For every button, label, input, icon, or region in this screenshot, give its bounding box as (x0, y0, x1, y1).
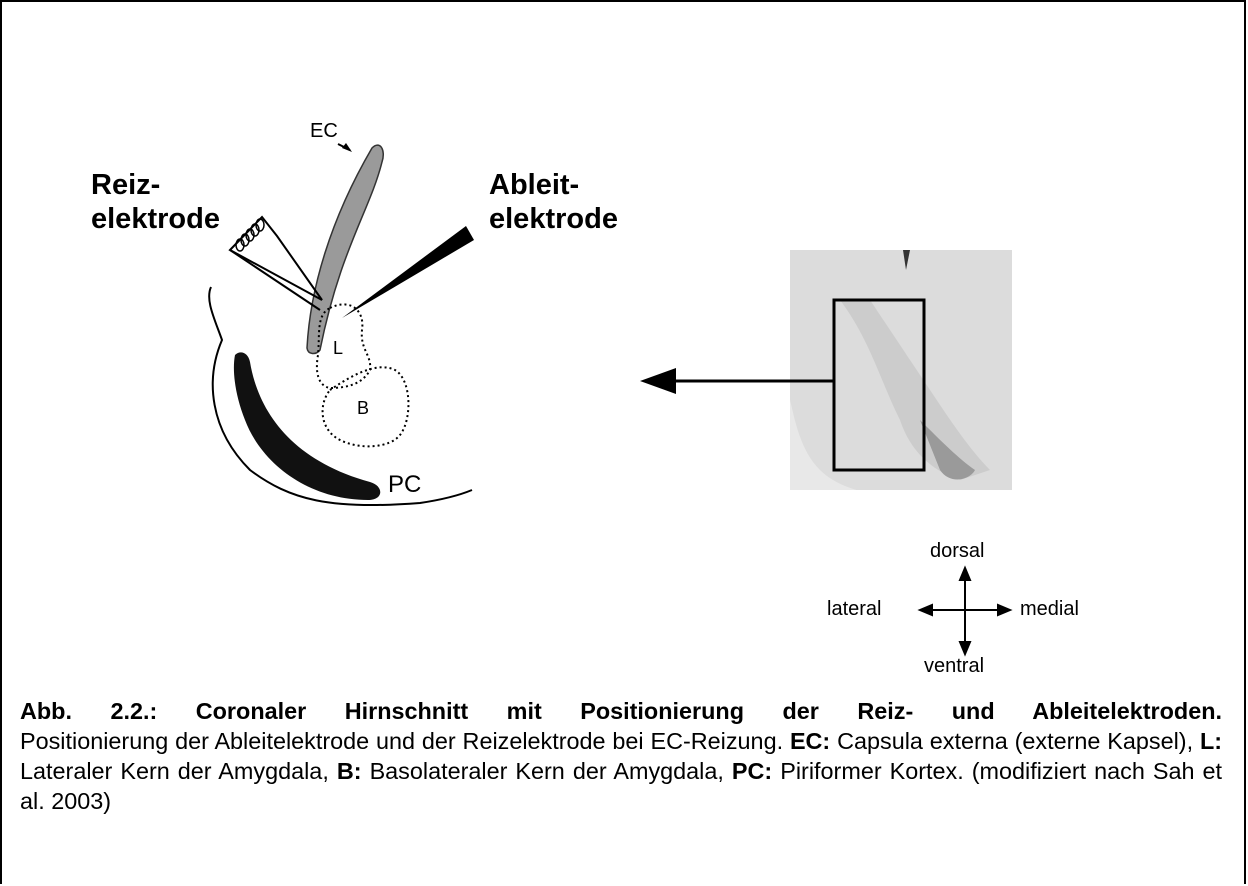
orientation-cross (920, 568, 1010, 654)
external-capsule-shape (307, 145, 383, 353)
caption-title: Abb. 2.2.: Coronaler Hirnschnitt mit Pos… (20, 696, 1222, 726)
caption-b-term: B: (337, 758, 362, 784)
caption-ec-term: EC: (790, 728, 830, 754)
caption-pc-term: PC: (732, 758, 772, 784)
recording-electrode (342, 226, 474, 318)
pc-label: PC (388, 471, 421, 499)
caption-b-def: Basolateraler Kern der Amygdala, (370, 758, 724, 784)
reiz-label-line1: Reiz- (91, 168, 160, 202)
brain-slice-photo (790, 250, 1012, 498)
zoom-arrow-head (640, 368, 676, 394)
stimulation-electrode-coil (236, 219, 264, 251)
ec-label: EC (310, 120, 338, 143)
caption-l-def: Lateraler Kern der Amygdala, (20, 758, 329, 784)
ventral-label: ventral (924, 655, 984, 678)
lateral-label: lateral (827, 598, 881, 621)
b-label: B (357, 398, 369, 419)
caption-l-term: L: (1200, 728, 1222, 754)
caption-text: Positionierung der Ableitelektrode und d… (20, 728, 783, 754)
reiz-label-line2: elektrode (91, 202, 220, 236)
ec-pointer-head (342, 143, 352, 152)
figure-caption: Abb. 2.2.: Coronaler Hirnschnitt mit Pos… (20, 696, 1222, 816)
dorsal-label: dorsal (930, 540, 984, 563)
ableit-label-line2: elektrode (489, 202, 618, 236)
l-label: L (333, 338, 343, 359)
medial-label: medial (1020, 598, 1079, 621)
ableit-label-line1: Ableit- (489, 168, 579, 202)
caption-ec-def: Capsula externa (externe Kapsel), (837, 728, 1193, 754)
piriform-cortex-band (234, 352, 380, 500)
